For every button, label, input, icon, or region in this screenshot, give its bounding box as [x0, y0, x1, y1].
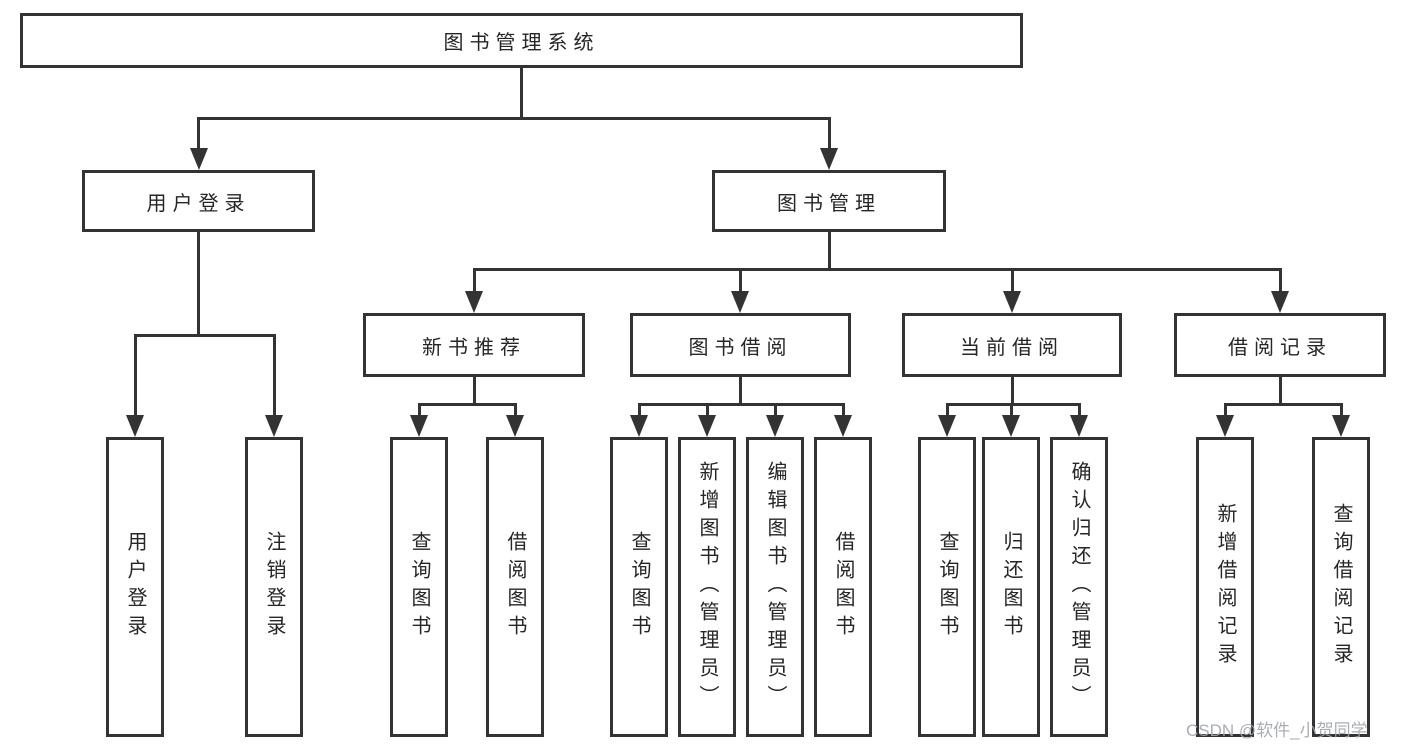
connector-line	[637, 403, 845, 406]
connector-line	[705, 403, 709, 416]
connector-line	[738, 268, 742, 292]
arrowhead	[189, 148, 208, 170]
arrowhead	[1271, 291, 1289, 313]
arrowhead	[410, 415, 428, 437]
connector-line	[827, 230, 831, 270]
arrowhead	[630, 415, 648, 437]
watermark: CSDN @软件_小贺同学	[1186, 721, 1368, 740]
connector-line	[133, 334, 137, 416]
connector-line	[1339, 403, 1343, 416]
connector-line	[1077, 403, 1081, 416]
leaf-user-login: 用户登录	[106, 437, 164, 737]
connector-line	[1278, 375, 1282, 405]
connector-line	[637, 403, 641, 416]
arrowhead	[698, 415, 716, 437]
connector-line	[738, 375, 742, 405]
connector-line	[945, 403, 949, 416]
arrowhead	[938, 415, 956, 437]
node-user-login-branch: 用户登录	[82, 170, 315, 232]
arrowhead	[265, 415, 283, 437]
arrowhead	[1003, 291, 1021, 313]
connector-line	[472, 268, 1282, 271]
connector-line	[827, 117, 831, 150]
arrowhead	[465, 291, 483, 313]
leaf-borrow-books-1: 借阅图书	[486, 437, 544, 737]
arrowhead	[1216, 415, 1234, 437]
leaf-return-books: 归还图书	[982, 437, 1040, 737]
leaf-logout-login: 注销登录	[245, 437, 303, 737]
leaf-edit-books-admin: 编辑图书（管理员）	[746, 437, 804, 737]
connector-line	[1223, 403, 1343, 406]
connector-line	[1278, 268, 1282, 292]
connector-line	[472, 268, 476, 292]
connector-line	[945, 403, 1081, 406]
arrowhead	[820, 148, 838, 170]
connector-line	[773, 403, 777, 416]
connector-line	[841, 403, 845, 416]
connector-line	[1223, 403, 1227, 416]
arrowhead	[766, 415, 784, 437]
leaf-add-books-admin: 新增图书（管理员）	[678, 437, 736, 737]
node-book-management: 图书管理	[712, 170, 946, 232]
arrowhead	[506, 415, 524, 437]
arrowhead	[731, 291, 749, 313]
node-borrowing-records: 借阅记录	[1174, 313, 1386, 377]
node-new-book-recommend: 新书推荐	[363, 313, 585, 377]
connector-line	[513, 403, 517, 416]
connector-line	[197, 230, 200, 337]
connector-line	[1009, 403, 1013, 416]
connector-line	[472, 375, 476, 405]
node-library-management-system: 图书管理系统	[20, 13, 1023, 68]
leaf-add-borrow-record: 新增借阅记录	[1196, 437, 1254, 737]
connector-line	[1010, 375, 1014, 405]
connector-line	[133, 334, 276, 337]
connector-line	[272, 334, 276, 416]
connector-line	[197, 117, 200, 150]
leaf-query-books-2: 查询图书	[610, 437, 668, 737]
leaf-confirm-return-admin: 确认归还（管理员）	[1050, 437, 1108, 737]
leaf-query-books-3: 查询图书	[918, 437, 976, 737]
arrowhead	[1332, 415, 1350, 437]
arrowhead	[126, 415, 144, 437]
connector-line	[417, 403, 517, 406]
connector-line	[417, 403, 421, 416]
connector-line	[1010, 268, 1014, 292]
connector-line	[197, 117, 830, 120]
arrowhead	[1070, 415, 1088, 437]
leaf-borrow-books-2: 借阅图书	[814, 437, 872, 737]
leaf-query-borrow-record: 查询借阅记录	[1312, 437, 1370, 737]
leaf-query-books-1: 查询图书	[390, 437, 448, 737]
arrowhead	[1002, 415, 1020, 437]
arrowhead	[834, 415, 852, 437]
node-current-borrowing: 当前借阅	[902, 313, 1122, 377]
connector-line	[519, 68, 523, 120]
node-book-borrowing: 图书借阅	[630, 313, 851, 377]
